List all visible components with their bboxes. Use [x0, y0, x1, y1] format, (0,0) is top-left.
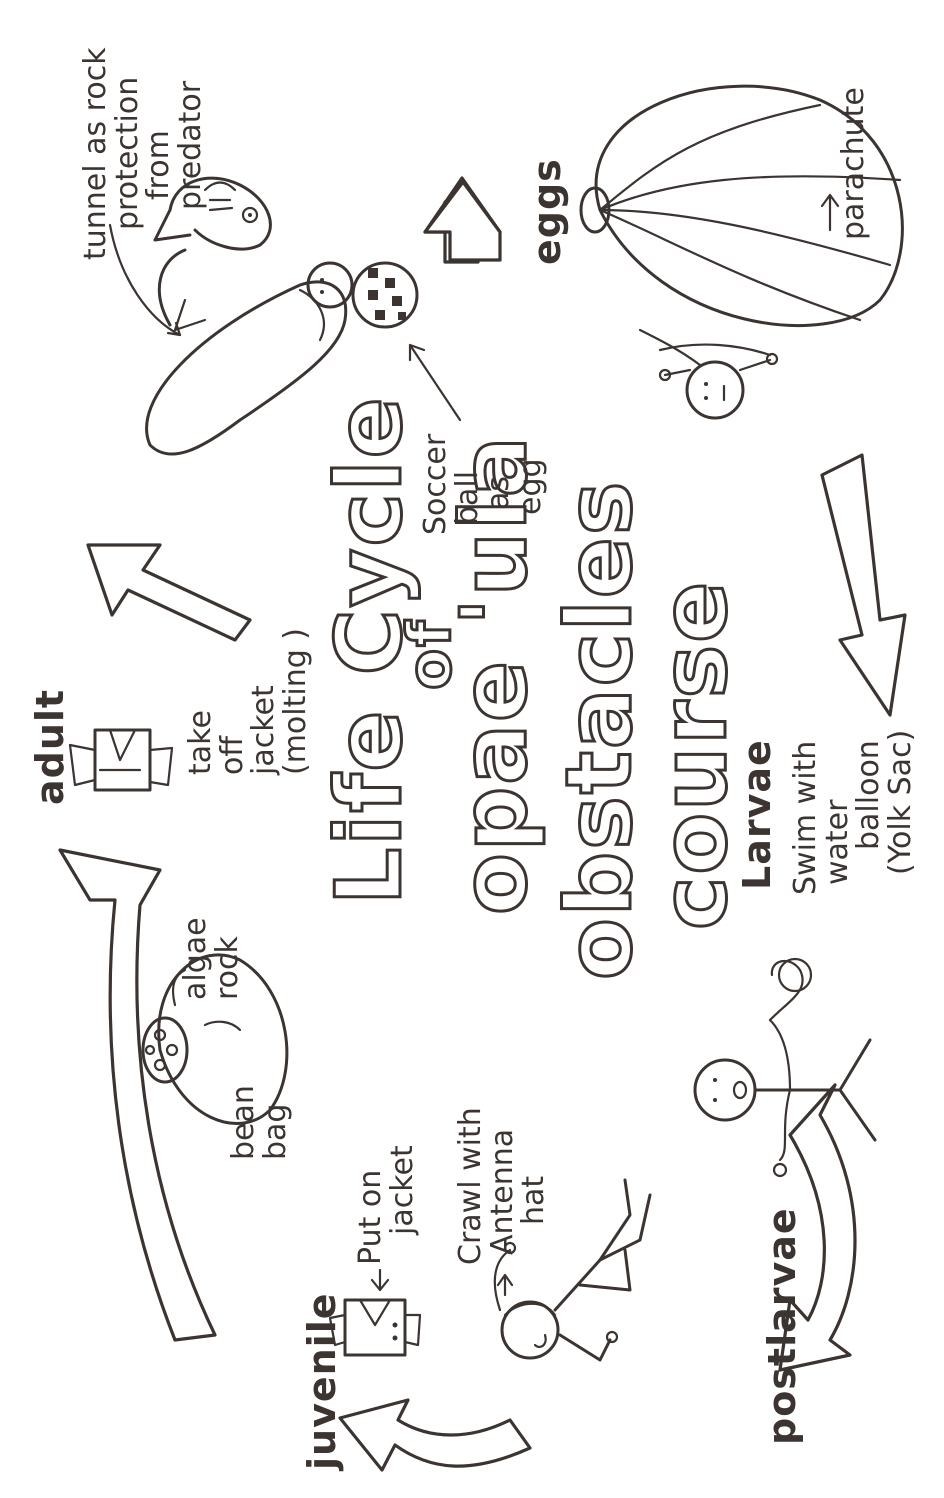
jacket-icon: [70, 730, 172, 790]
cycle-arrow-icon: [88, 545, 250, 640]
stage-postlarvae: postlarvae: [760, 1207, 804, 1445]
stage-larvae: Larvae: [735, 739, 779, 890]
note-bean-bag: bean bag: [228, 1085, 291, 1160]
stick-figure-icon: [695, 959, 875, 1176]
note-algae-rock: algae rock: [180, 917, 243, 1000]
note-parachute: parachute: [838, 87, 870, 240]
note-molting: take off jacket (molting ): [185, 628, 311, 775]
title-line-5: course: [650, 580, 740, 930]
tunnel-icon: [147, 282, 346, 454]
soccer-ball-icon: [353, 263, 417, 327]
cycle-arrow-icon: [425, 182, 500, 260]
cycle-arrow-icon: [822, 455, 905, 715]
cycle-arrow-icon: [340, 1400, 530, 1470]
note-crawl-antenna: Crawl with Antenna hat: [455, 1107, 550, 1265]
stage-adult: adult: [28, 689, 72, 805]
note-soccer-ball: Soccer ball as egg: [420, 434, 546, 535]
note-tunnel: tunnel as rock protection from predator: [80, 47, 206, 260]
note-put-on-jacket: Put on jacket: [355, 1145, 418, 1265]
stage-eggs: eggs: [525, 158, 569, 265]
stage-juvenile: juvenile: [300, 1293, 344, 1471]
note-larvae-swim: Swim with water balloon (Yolk Sac): [790, 730, 916, 895]
title-line-4: obstacles: [555, 480, 645, 980]
